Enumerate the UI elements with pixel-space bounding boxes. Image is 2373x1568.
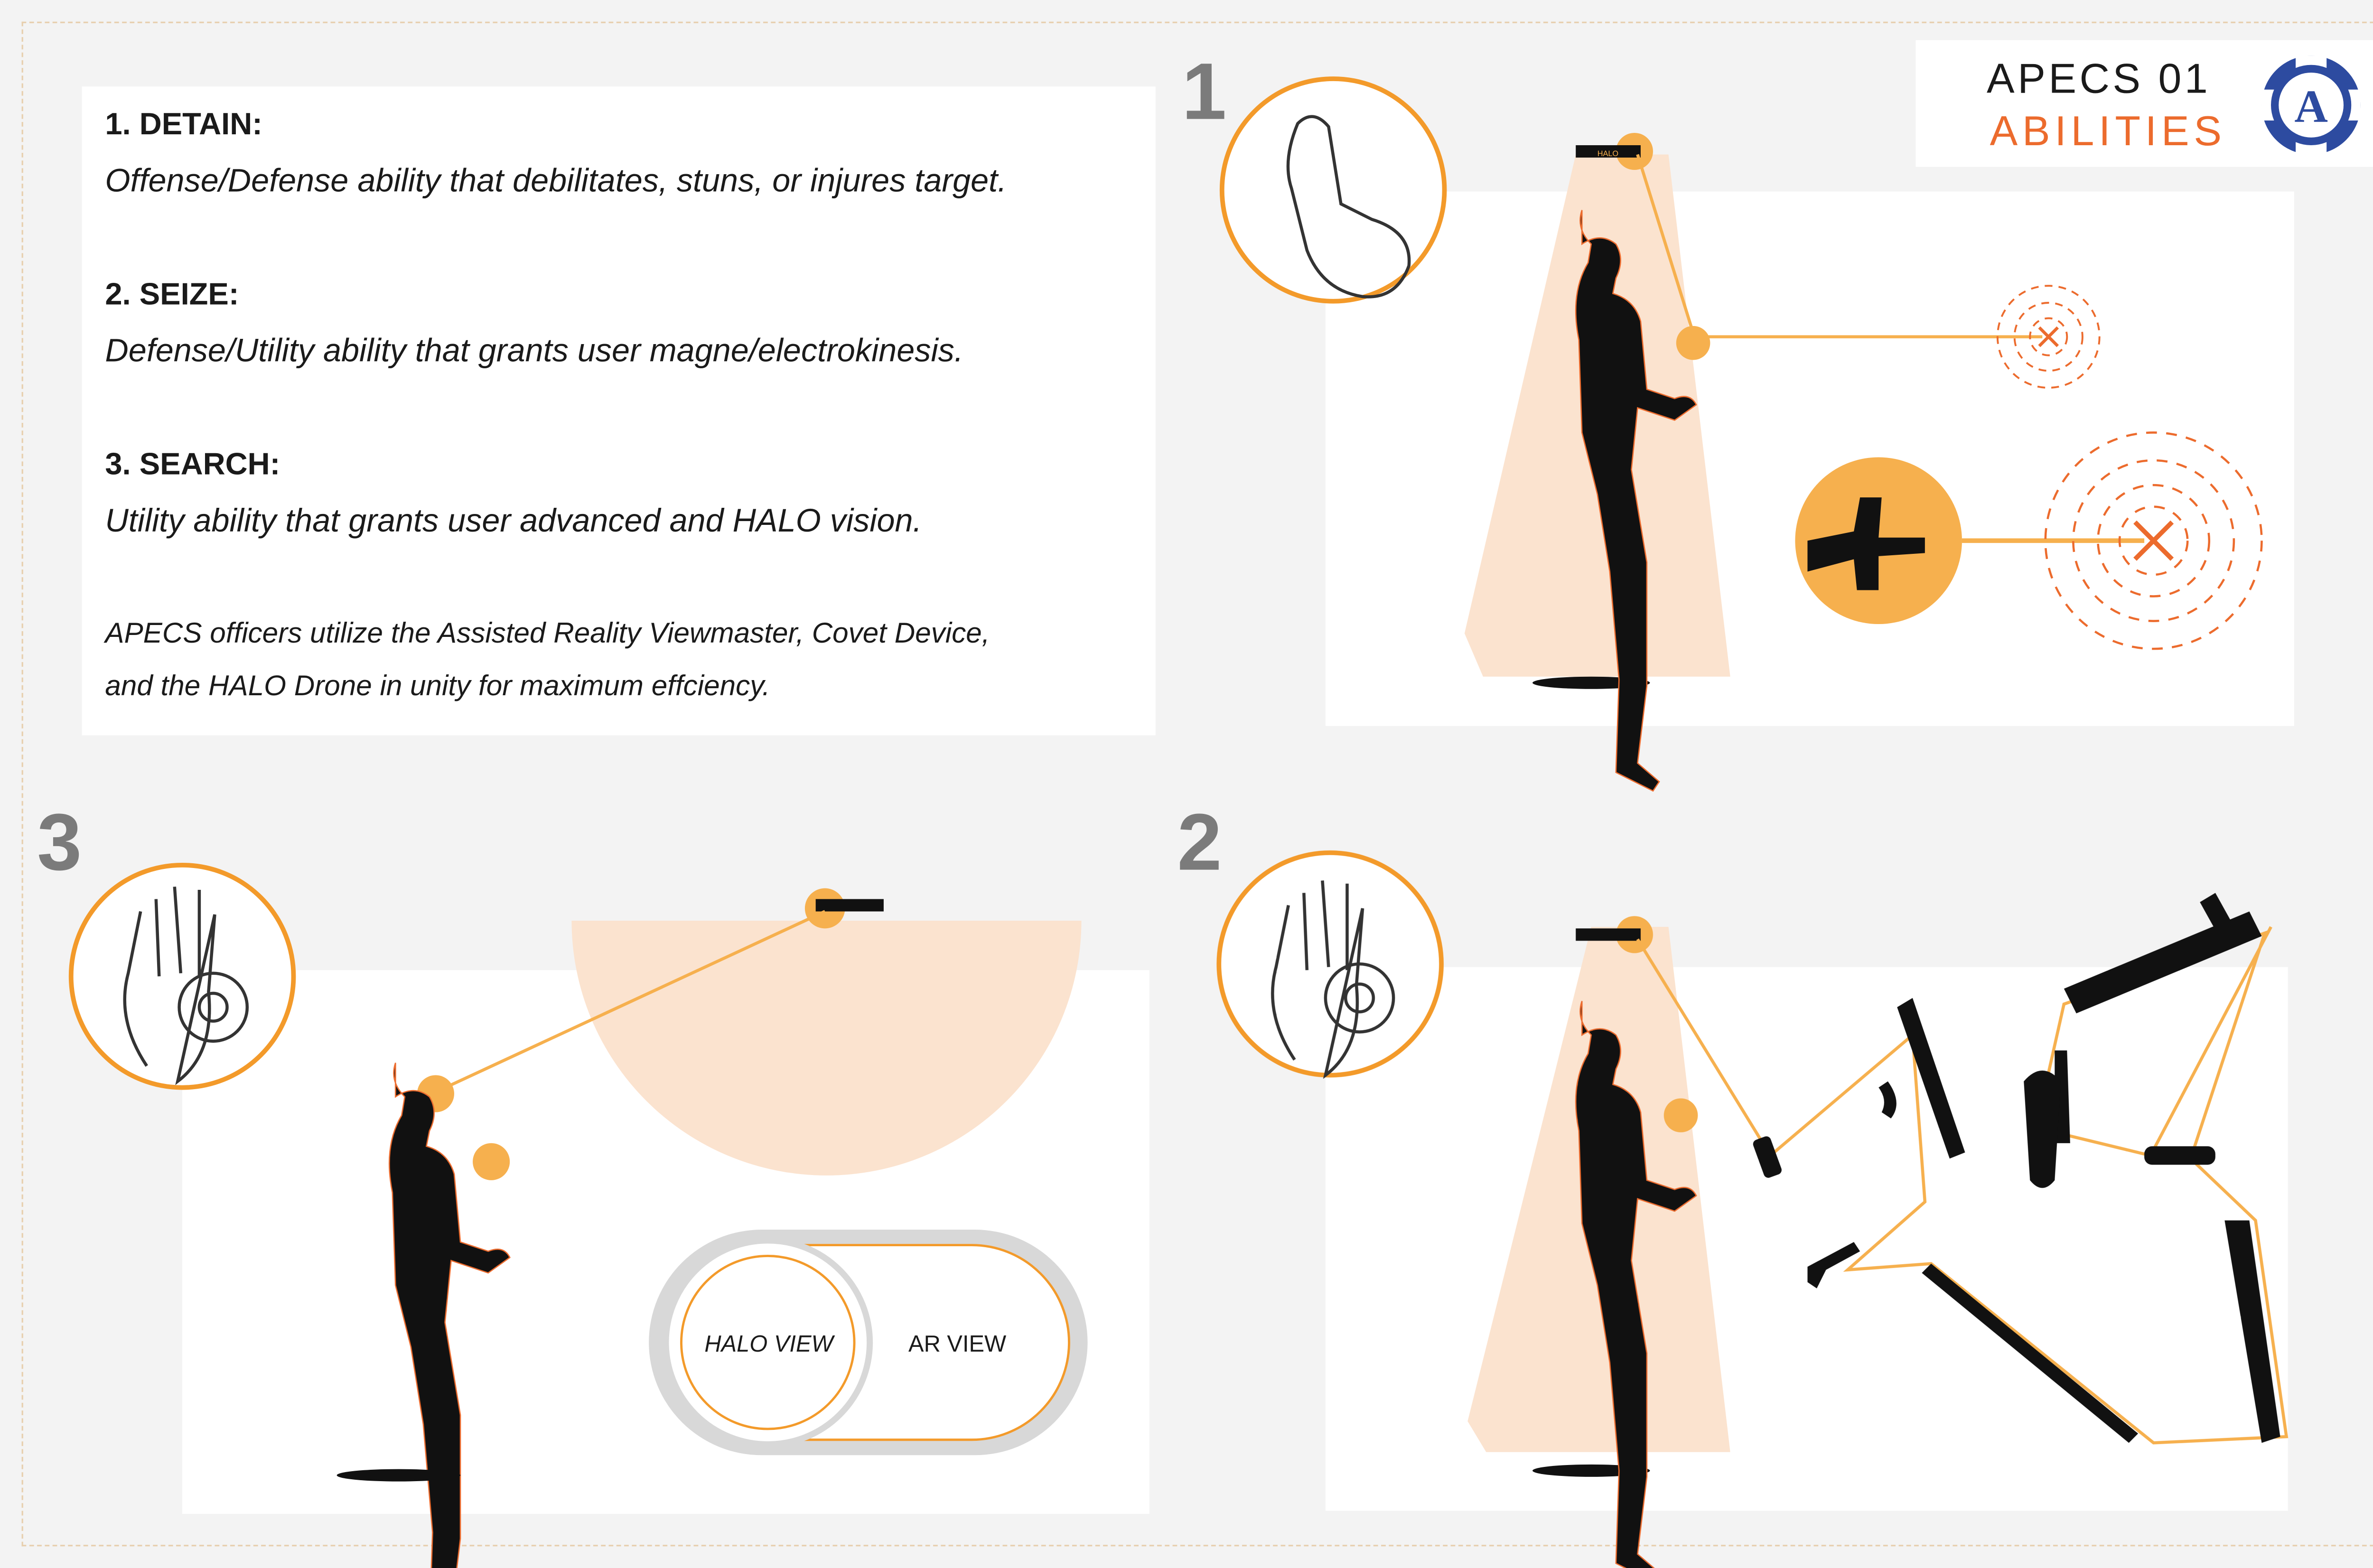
target-cross-icon bbox=[2038, 326, 2059, 347]
panel-number-3: 3 bbox=[37, 798, 82, 888]
halo-view-dome bbox=[571, 921, 1082, 1176]
halo-drone-2 bbox=[1576, 928, 1641, 941]
gauntlet-closeup-icon bbox=[1807, 497, 1925, 590]
panel-number-1: 1 bbox=[1182, 47, 1227, 138]
ability-1-title: 1. DETAIN: bbox=[105, 108, 262, 142]
hand-glow-1 bbox=[1676, 326, 1710, 360]
drone-label-1: HALO bbox=[1598, 149, 1618, 158]
ar-view-option[interactable]: AR VIEW bbox=[908, 1331, 1007, 1358]
palm-device-icon-2 bbox=[1271, 880, 1395, 1079]
glove-badge-2 bbox=[1216, 850, 1444, 1078]
seize-links bbox=[1636, 926, 2289, 1445]
palm-device-icon bbox=[123, 887, 249, 1085]
view-toggle[interactable] bbox=[649, 1230, 1088, 1456]
ability-3-description: Utility ability that grants user advance… bbox=[105, 504, 922, 540]
abilities-textbox bbox=[82, 86, 1156, 736]
logo-letter: A bbox=[2294, 81, 2328, 132]
halo-drone-3 bbox=[815, 899, 884, 912]
halo-view-option[interactable]: HALO VIEW bbox=[704, 1331, 833, 1358]
panel-number-2: 2 bbox=[1177, 798, 1222, 888]
ability-2-title: 2. SEIZE: bbox=[105, 278, 239, 312]
ability-2-description: Defense/Utility ability that grants user… bbox=[105, 334, 963, 369]
page-subtitle: ABILITIES bbox=[1990, 108, 2226, 155]
officer-figure-3 bbox=[388, 1062, 511, 1568]
covet-glove-icon bbox=[1286, 115, 1411, 299]
target-rings-large bbox=[2044, 431, 2263, 650]
ability-3-title: 3. SEARCH: bbox=[105, 448, 280, 482]
note-line-1: APECS officers utilize the Assisted Real… bbox=[105, 616, 990, 649]
halo-drone-icon bbox=[1576, 145, 1641, 158]
note-line-2: and the HALO Drone in unity for maximum … bbox=[105, 669, 770, 701]
glove-badge-1 bbox=[1219, 76, 1447, 304]
search-beam bbox=[438, 910, 826, 1092]
weapon-silhouette-icon bbox=[1753, 893, 2280, 1443]
page-title: APECS 01 bbox=[1987, 56, 2211, 102]
target-rings-small bbox=[1996, 285, 2101, 389]
dashed-frame bbox=[21, 21, 2373, 1547]
ability-1-description: Offense/Defense ability that debilitates… bbox=[105, 164, 1007, 199]
